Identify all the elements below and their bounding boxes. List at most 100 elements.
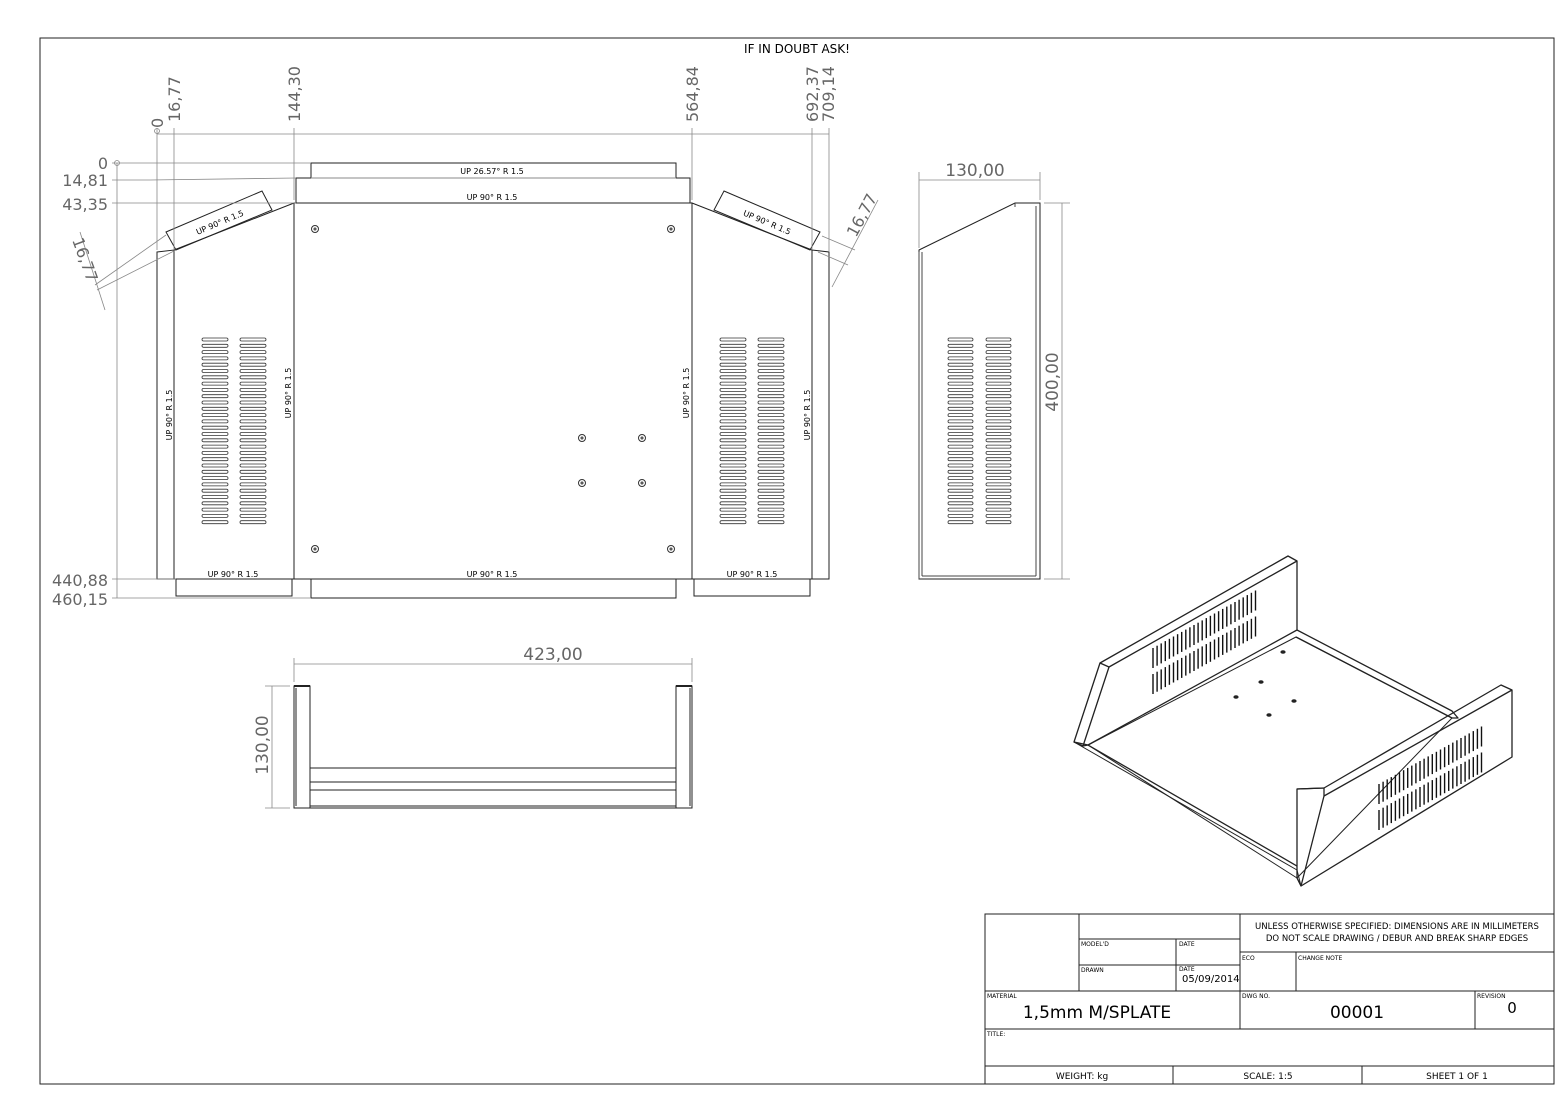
vent-slot — [201, 457, 229, 462]
vent-slot — [985, 488, 1012, 493]
vent-slot — [201, 419, 229, 424]
vent-slot — [201, 495, 229, 499]
vent-slot — [947, 450, 974, 455]
vent-slot — [947, 419, 974, 424]
vent-slots — [201, 337, 785, 525]
vent-slot — [719, 469, 747, 474]
vent-slot — [947, 343, 974, 348]
mounting-hole — [667, 545, 675, 553]
vent-slot — [239, 419, 267, 424]
vent-slot — [201, 488, 229, 493]
vent-slot — [757, 356, 785, 361]
vent-slot — [947, 520, 974, 525]
iso-hole — [1258, 680, 1264, 684]
vent-slot — [947, 495, 974, 499]
vent-slot — [757, 381, 785, 386]
vent-slot — [947, 400, 974, 405]
vent-slot — [719, 362, 747, 367]
vent-slot — [985, 413, 1012, 418]
vent-slot — [719, 419, 747, 424]
vent-slot — [985, 337, 1012, 342]
vent-slot — [757, 394, 785, 399]
vent-slot — [985, 343, 1012, 348]
iso-hole — [1280, 650, 1286, 654]
right-outer-flange — [811, 249, 830, 580]
vent-slot — [239, 507, 267, 512]
vent-slot — [757, 343, 785, 348]
bend-note-left-inner: UP 90° R 1.5 — [284, 368, 293, 419]
bend-note-left-tab: UP 90° R 1.5 — [195, 209, 245, 237]
material-label: MATERIAL — [987, 993, 1017, 1000]
vent-slot — [239, 463, 267, 468]
vent-slot — [719, 394, 747, 399]
vent-slot — [985, 375, 1012, 380]
vent-slot — [719, 375, 747, 380]
vent-slot — [239, 501, 267, 506]
dwg-no-value: 00001 — [1330, 1003, 1384, 1023]
sheet-note: IF IN DOUBT ASK! — [744, 42, 850, 56]
vent-slot — [719, 387, 747, 392]
mounting-hole — [638, 434, 646, 442]
front-height-dim: 130,00 — [253, 715, 273, 774]
vent-slot — [719, 520, 747, 525]
vent-slot — [985, 469, 1012, 474]
vent-slot — [239, 369, 267, 373]
vent-slot — [757, 362, 785, 367]
vent-slot — [239, 438, 267, 443]
mounting-hole — [311, 225, 319, 233]
dim-y-0: 0 — [98, 154, 108, 173]
vent-slot — [239, 394, 267, 399]
iso-holes — [1233, 650, 1297, 717]
bend-note-bottom-mid: UP 90° R 1.5 — [467, 570, 518, 579]
vent-slot — [947, 501, 974, 506]
bend-note-right-outer: UP 90° R 1.5 — [803, 390, 812, 441]
vent-slot — [201, 501, 229, 506]
side-height-dim: 400,00 — [1043, 352, 1063, 411]
vent-slot — [757, 375, 785, 380]
vent-slot — [985, 381, 1012, 386]
date-label: DATE — [1179, 941, 1195, 948]
vent-slot — [947, 438, 974, 443]
vent-slot — [757, 350, 785, 355]
vent-slot — [201, 356, 229, 361]
vent-slot — [201, 463, 229, 468]
drawn-label: DRAWN — [1081, 967, 1104, 974]
vent-slot — [757, 457, 785, 462]
weight: WEIGHT: kg — [1056, 1072, 1108, 1082]
angled-dims — [79, 199, 879, 311]
vent-slot — [985, 350, 1012, 355]
vent-slot — [757, 444, 785, 449]
vent-slot — [985, 438, 1012, 443]
title-label: TITLE: — [986, 1031, 1005, 1038]
mounting-hole — [311, 545, 319, 553]
mounting-hole-center — [669, 547, 673, 551]
ordinate-dim-labels-x: 0 16,77 144,30 564,84 692,37 709,14 — [148, 66, 838, 128]
vent-slot — [239, 495, 267, 499]
vent-slot — [985, 495, 1012, 499]
vent-slot — [985, 387, 1012, 392]
bottom-left-flange — [175, 578, 293, 597]
isometric-view — [1073, 555, 1513, 887]
vent-slot — [719, 425, 747, 430]
vent-slot — [201, 413, 229, 418]
mounting-hole — [578, 434, 586, 442]
vent-slot — [757, 400, 785, 405]
vent-slot — [719, 514, 747, 518]
vent-slot — [947, 413, 974, 418]
vent-slot — [757, 476, 785, 481]
vent-slot — [201, 482, 229, 487]
main-panel-outline — [293, 202, 693, 580]
vent-slot — [985, 444, 1012, 449]
vent-slot — [201, 507, 229, 512]
dim-y-440-88: 440,88 — [52, 571, 108, 590]
mounting-hole-center — [669, 227, 673, 231]
vent-slot — [947, 444, 974, 449]
dim-x-709-14: 709,14 — [819, 66, 838, 122]
vent-slot — [719, 432, 747, 436]
vent-slot — [985, 425, 1012, 430]
sheet-count: SHEET 1 OF 1 — [1426, 1072, 1488, 1082]
right-side-panel-outline — [691, 202, 813, 580]
vent-slot — [239, 337, 267, 342]
vent-slot — [947, 394, 974, 399]
